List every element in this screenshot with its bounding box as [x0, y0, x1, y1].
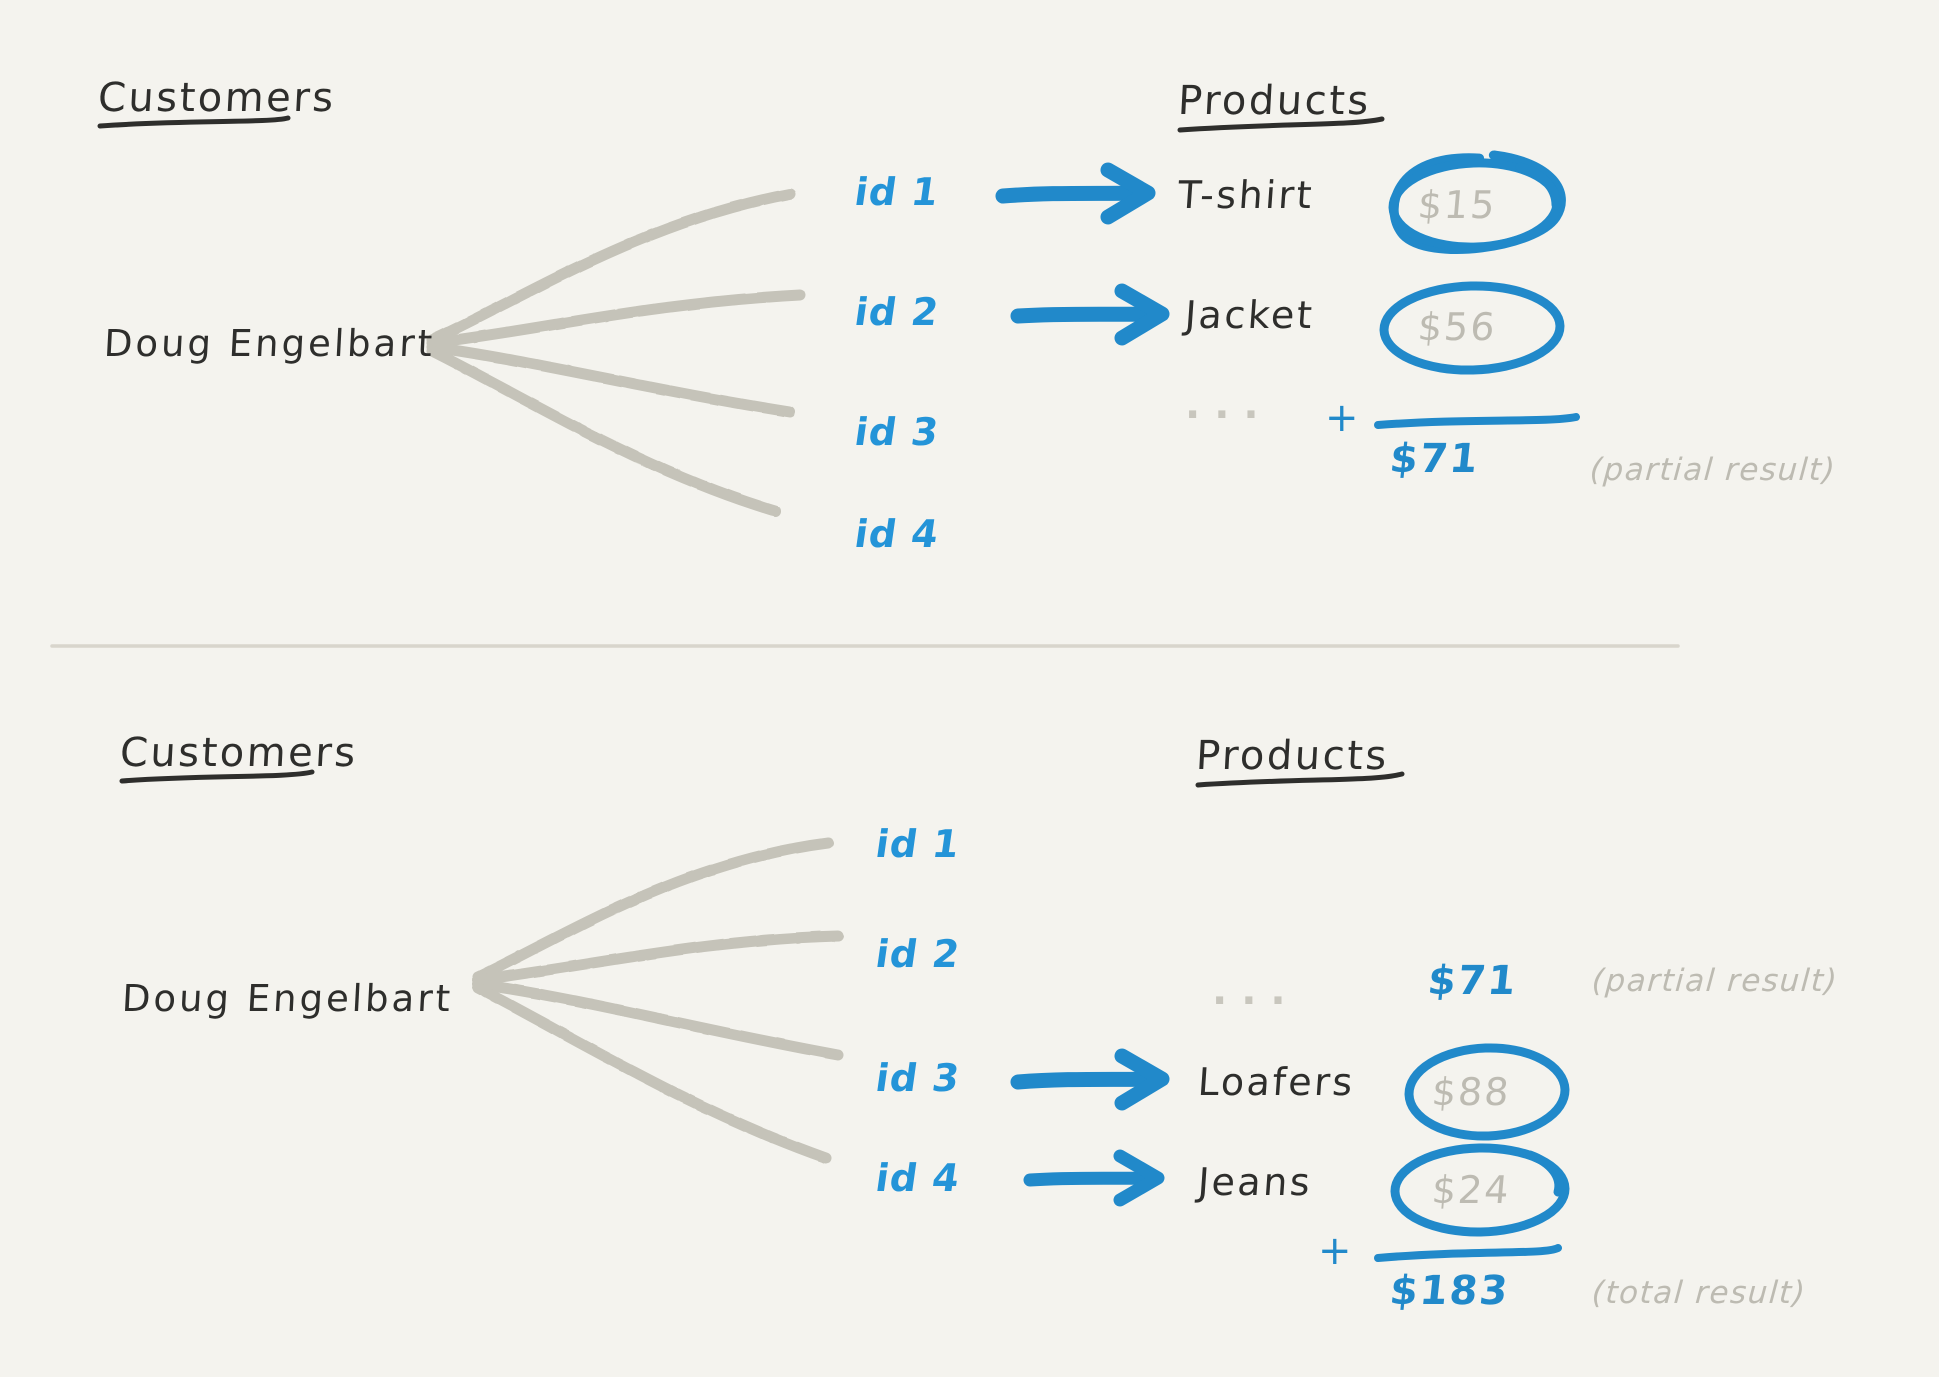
arrow-group-bottom [1010, 1048, 1170, 1207]
sum-value-top: $71 [1387, 436, 1482, 482]
products-heading-bottom: Products [1194, 733, 1390, 779]
product-name-loafers: Loafers [1196, 1060, 1357, 1104]
arrow-group-top [995, 162, 1170, 346]
customer-name-top: Doug Engelbart [102, 322, 437, 365]
sum-rule-bottom [1374, 1244, 1562, 1262]
carried-note-bottom: (partial result) [1590, 963, 1840, 999]
id-label-top-4[interactable]: id 4 [851, 512, 942, 556]
id-label-top-1[interactable]: id 1 [851, 170, 942, 214]
id-label-bottom-4[interactable]: id 4 [872, 1156, 963, 1200]
product-name-tshirt: T-shirt [1176, 173, 1316, 217]
products-heading-top: Products [1176, 78, 1372, 124]
sum-rule-top [1374, 413, 1580, 429]
arrow-id2-to-jacket [1010, 306, 1163, 324]
ellipsis-bottom: ... [1212, 968, 1300, 1014]
sum-note-top: (partial result) [1588, 452, 1838, 488]
product-name-jacket: Jacket [1183, 293, 1316, 337]
id-label-bottom-2[interactable]: id 2 [872, 932, 963, 976]
arrow-id3-to-loafers [1010, 1071, 1163, 1090]
price-value-56: $56 [1416, 305, 1499, 349]
id-label-top-2[interactable]: id 2 [851, 290, 942, 334]
plus-sign-bottom: + [1318, 1228, 1352, 1274]
price-value-24: $24 [1430, 1168, 1513, 1212]
fan-curves-top [426, 188, 806, 517]
id-label-bottom-1[interactable]: id 1 [872, 822, 963, 866]
price-value-88: $88 [1430, 1070, 1513, 1114]
customers-heading-top: Customers [96, 75, 337, 121]
carried-value-bottom: $71 [1425, 958, 1520, 1004]
arrow-id4-to-jeans [1023, 1171, 1159, 1187]
id-label-bottom-3[interactable]: id 3 [872, 1056, 963, 1100]
id-label-top-3[interactable]: id 3 [851, 410, 942, 454]
product-name-jeans: Jeans [1196, 1160, 1314, 1204]
sum-value-bottom: $183 [1387, 1268, 1512, 1314]
plus-sign-top: + [1325, 395, 1359, 441]
arrow-id1-to-tshirt [995, 185, 1148, 204]
ellipsis-top: ... [1185, 382, 1273, 428]
sum-note-bottom: (total result) [1590, 1275, 1808, 1311]
price-value-15: $15 [1416, 183, 1499, 227]
fan-curves-bottom [472, 837, 844, 1164]
customer-name-bottom: Doug Engelbart [120, 977, 455, 1020]
customers-heading-bottom: Customers [118, 730, 359, 776]
